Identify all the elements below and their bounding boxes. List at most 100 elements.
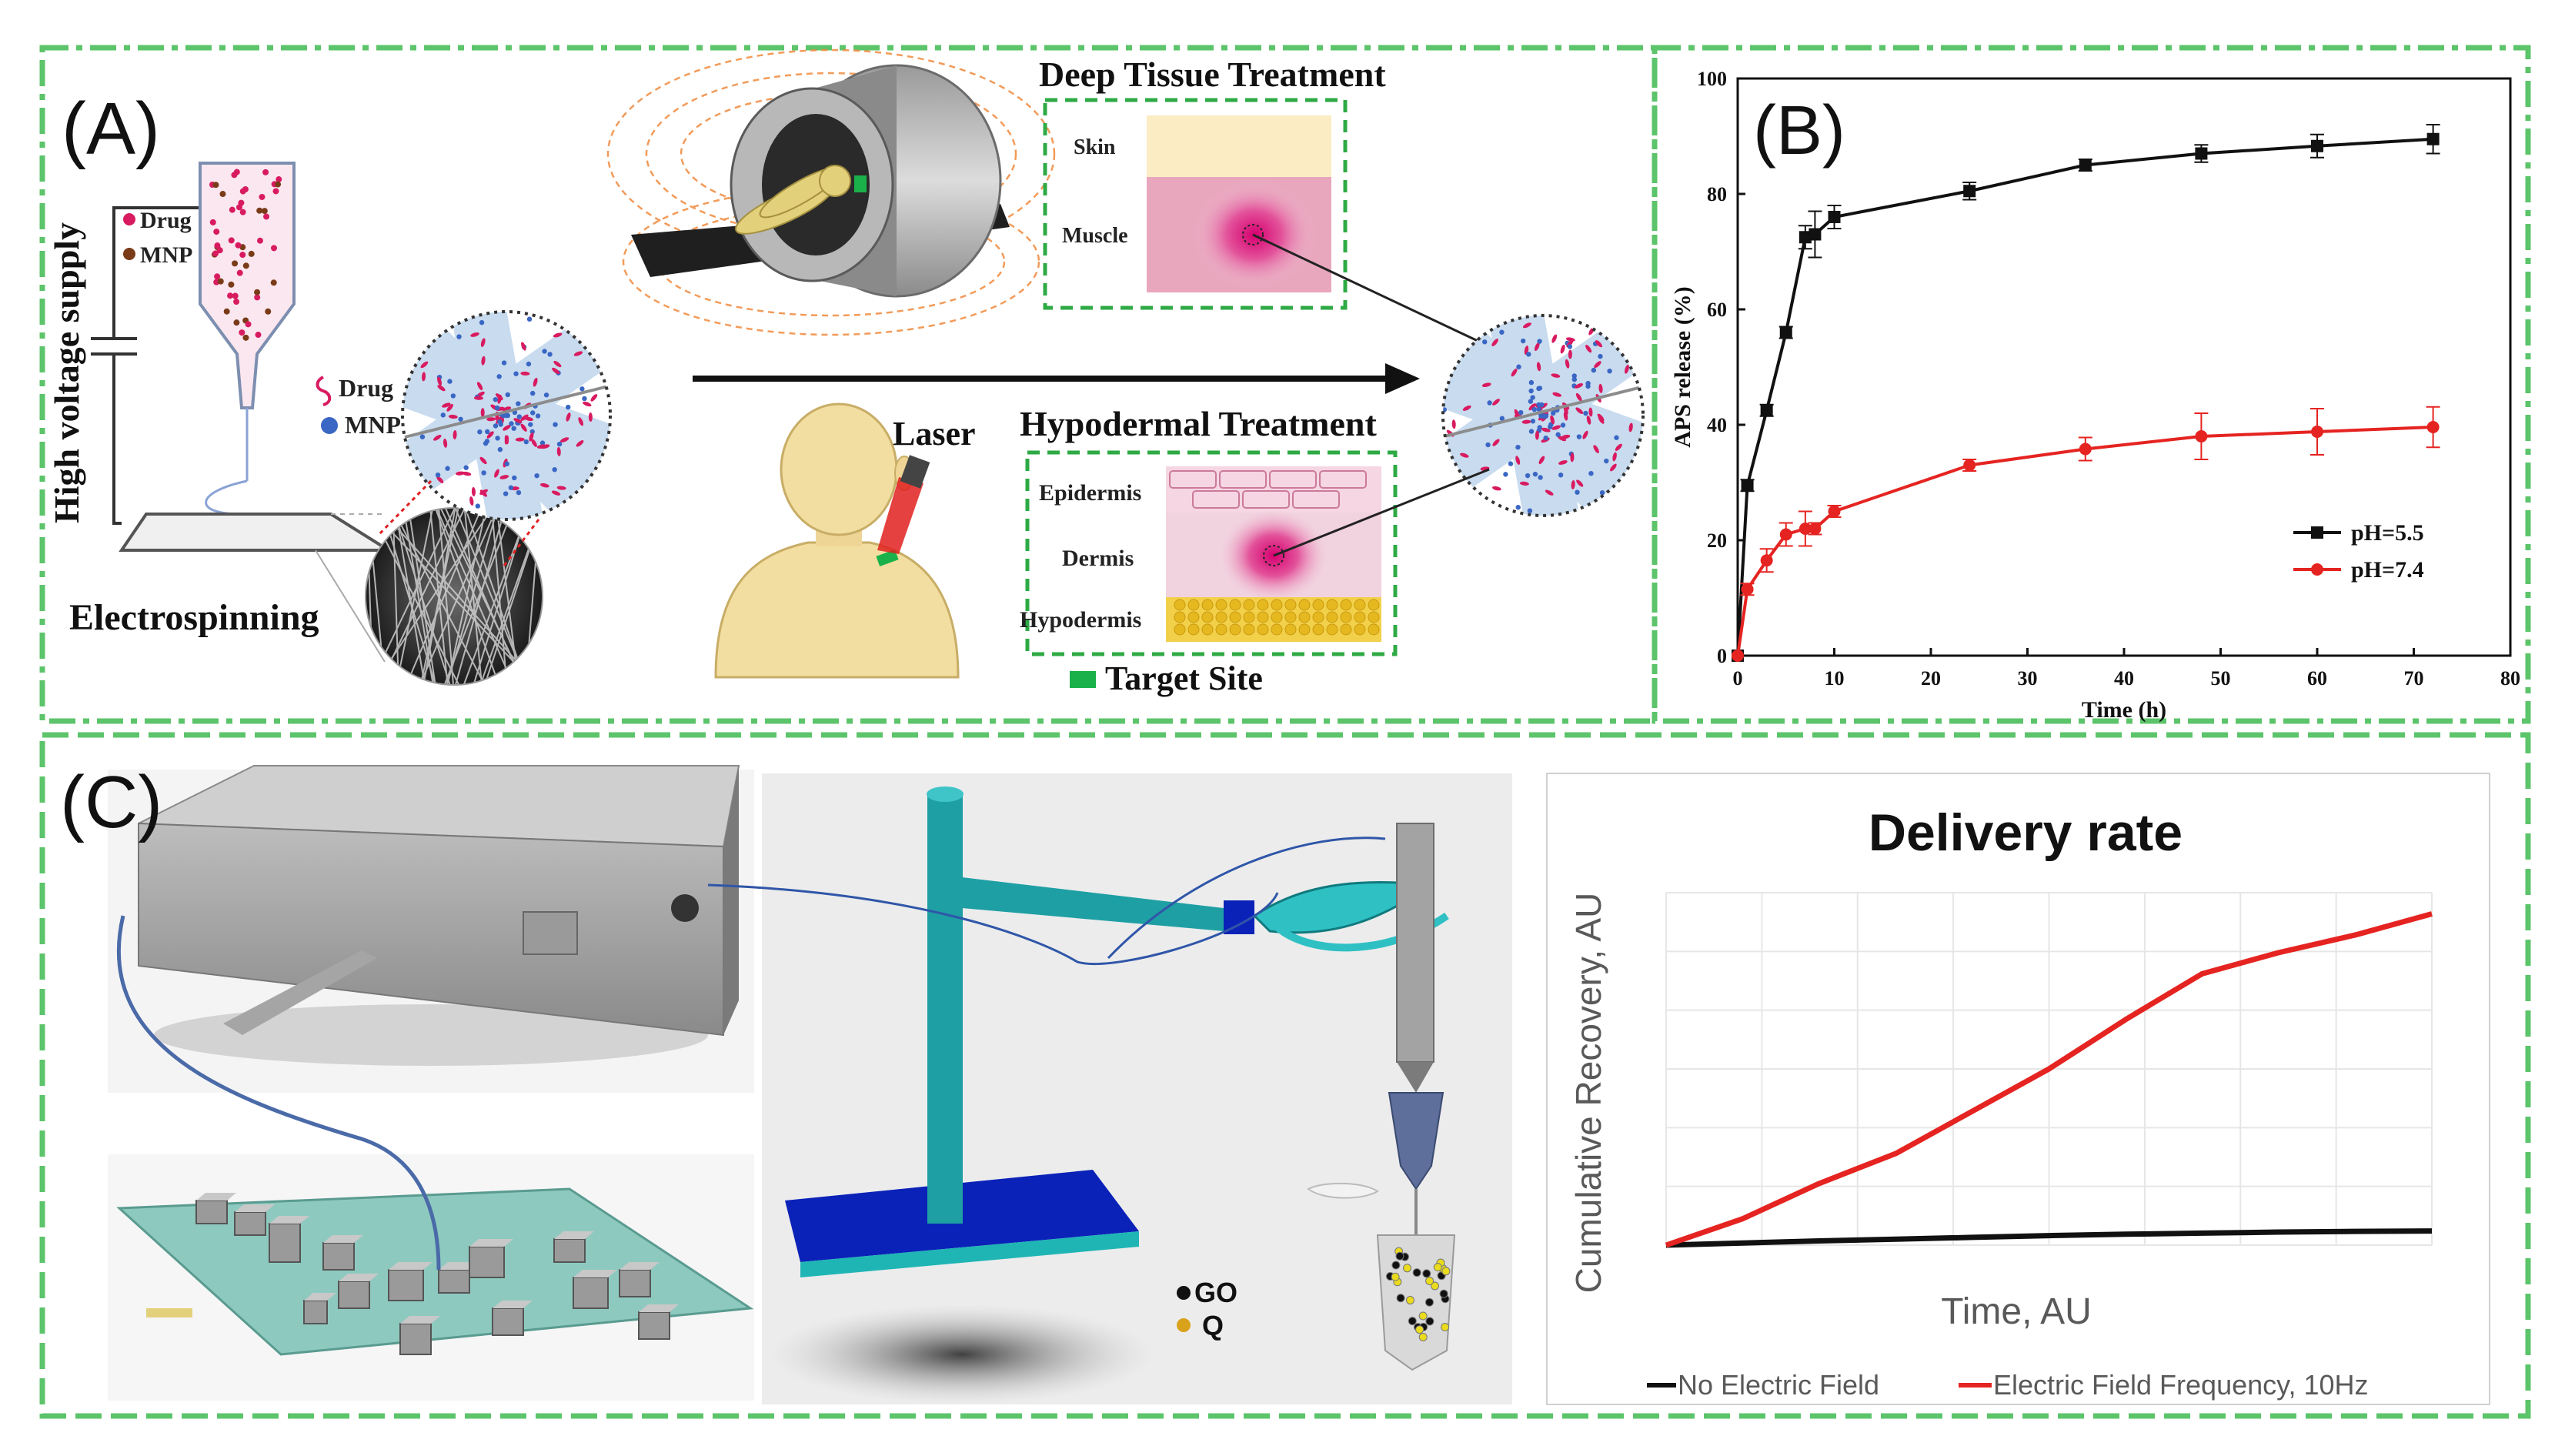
drug-particle — [1560, 344, 1565, 354]
mnp-particle — [579, 386, 585, 392]
mnp-particle — [552, 467, 557, 473]
mnp-particle — [542, 349, 547, 354]
data-point — [1798, 523, 1812, 535]
drug-particle — [573, 351, 583, 356]
drug-particle — [1462, 405, 1471, 411]
drug-particle — [1545, 489, 1554, 496]
board-component — [195, 1200, 228, 1224]
x-tick-label: 30 — [2018, 667, 2038, 690]
data-point — [1732, 650, 1744, 662]
syringe-particle — [256, 207, 263, 214]
mnp-particle — [1567, 344, 1573, 349]
data-point — [1809, 228, 1822, 241]
go-particle — [1408, 1317, 1417, 1326]
drug-particle — [590, 394, 598, 402]
syringe-particle — [272, 188, 279, 195]
drug-particle — [1610, 463, 1617, 472]
mnp-particle — [1599, 490, 1605, 496]
mnp-legend-dot-2 — [321, 417, 338, 434]
mesh-fiber — [407, 508, 437, 685]
mnp-particle — [1528, 399, 1534, 404]
mnp-particle — [1487, 400, 1492, 406]
y-tick-label: 20 — [1707, 529, 1727, 552]
mnp-particle — [1537, 339, 1542, 344]
mnp-particle — [1536, 386, 1541, 392]
fat-cell — [1271, 611, 1283, 623]
mesh-fiber — [490, 508, 508, 685]
drug-particle — [1574, 382, 1584, 389]
drug-particle — [1550, 415, 1555, 425]
mnp-particle — [1532, 471, 1538, 477]
fat-cell — [1312, 611, 1324, 623]
mnp-particle — [1543, 435, 1548, 441]
mnp-particle — [523, 439, 529, 445]
drug-particle — [1582, 430, 1588, 439]
mnp-particle — [1526, 352, 1531, 357]
mnp-particle — [1485, 442, 1491, 448]
mnp-particle — [483, 440, 489, 446]
drug-particle — [1615, 443, 1622, 451]
drug-particle — [437, 376, 443, 386]
syringe-particle — [245, 321, 252, 328]
mnp-legend-dot-1 — [123, 248, 135, 260]
mnp-particle — [485, 429, 490, 435]
mnp-particle — [1528, 429, 1535, 434]
mnp-particle — [1530, 419, 1536, 424]
fat-cell — [1298, 623, 1311, 636]
board-label-strip — [146, 1308, 192, 1317]
board-component-top — [493, 1301, 533, 1308]
fat-cell — [1229, 611, 1241, 623]
board-component-top — [389, 1262, 433, 1270]
syringe-particle — [263, 213, 270, 220]
drug-particle — [443, 438, 448, 448]
fiber-legend-drug: Drug — [339, 374, 393, 402]
q-legend-label: Q — [1202, 1310, 1224, 1341]
drug-particle — [524, 416, 534, 422]
syringe-particle — [228, 237, 235, 244]
mnp-particle — [547, 352, 553, 357]
mnp-particle — [497, 446, 503, 452]
q-particle — [1405, 1296, 1414, 1305]
drug-particle — [1492, 439, 1500, 446]
go-particle — [1425, 1317, 1434, 1326]
board-component — [234, 1211, 266, 1236]
mesh-fiber — [463, 508, 483, 685]
board-component-top — [323, 1235, 363, 1243]
fat-cell — [1354, 599, 1366, 611]
fat-cell — [1312, 599, 1324, 611]
syringe-particle — [265, 308, 272, 315]
fat-cell — [1187, 599, 1200, 611]
delivery-rate-chart: Delivery rate Time, AU Cumulative Recove… — [1546, 773, 2490, 1405]
drug-particle — [1522, 322, 1531, 329]
mnp-particle — [1614, 435, 1619, 440]
drug-particle — [556, 446, 561, 456]
drug-particle — [1598, 383, 1603, 393]
fiber-core — [402, 383, 610, 440]
mnp-particle — [1528, 388, 1534, 394]
fat-cell — [1354, 611, 1366, 623]
data-point — [2079, 442, 2092, 456]
drug-particle — [583, 401, 592, 407]
epidermis-label: Epidermis — [1039, 480, 1141, 506]
mnp-particle — [440, 412, 446, 418]
syringe-particle — [254, 294, 261, 301]
fat-cell — [1298, 611, 1311, 623]
mnp-particle — [1560, 422, 1566, 428]
drug-particle — [1515, 456, 1521, 465]
drug-particle — [446, 403, 453, 412]
drug-particle — [520, 371, 530, 376]
drug-particle — [539, 483, 549, 488]
drug-particle — [1598, 416, 1605, 424]
syringe-particle — [213, 229, 220, 235]
hypodermal-title: Hypodermal Treatment — [1020, 404, 1377, 443]
mnp-particle — [498, 422, 503, 427]
mesh-fiber — [437, 508, 455, 685]
fat-cell — [1174, 599, 1186, 611]
mnp-particle — [529, 390, 536, 396]
drug-particle — [1528, 403, 1536, 411]
mnp-particle — [463, 465, 469, 470]
mnp-particle — [456, 334, 462, 339]
drug-particle — [1536, 362, 1541, 372]
drug-particle — [1511, 368, 1518, 377]
